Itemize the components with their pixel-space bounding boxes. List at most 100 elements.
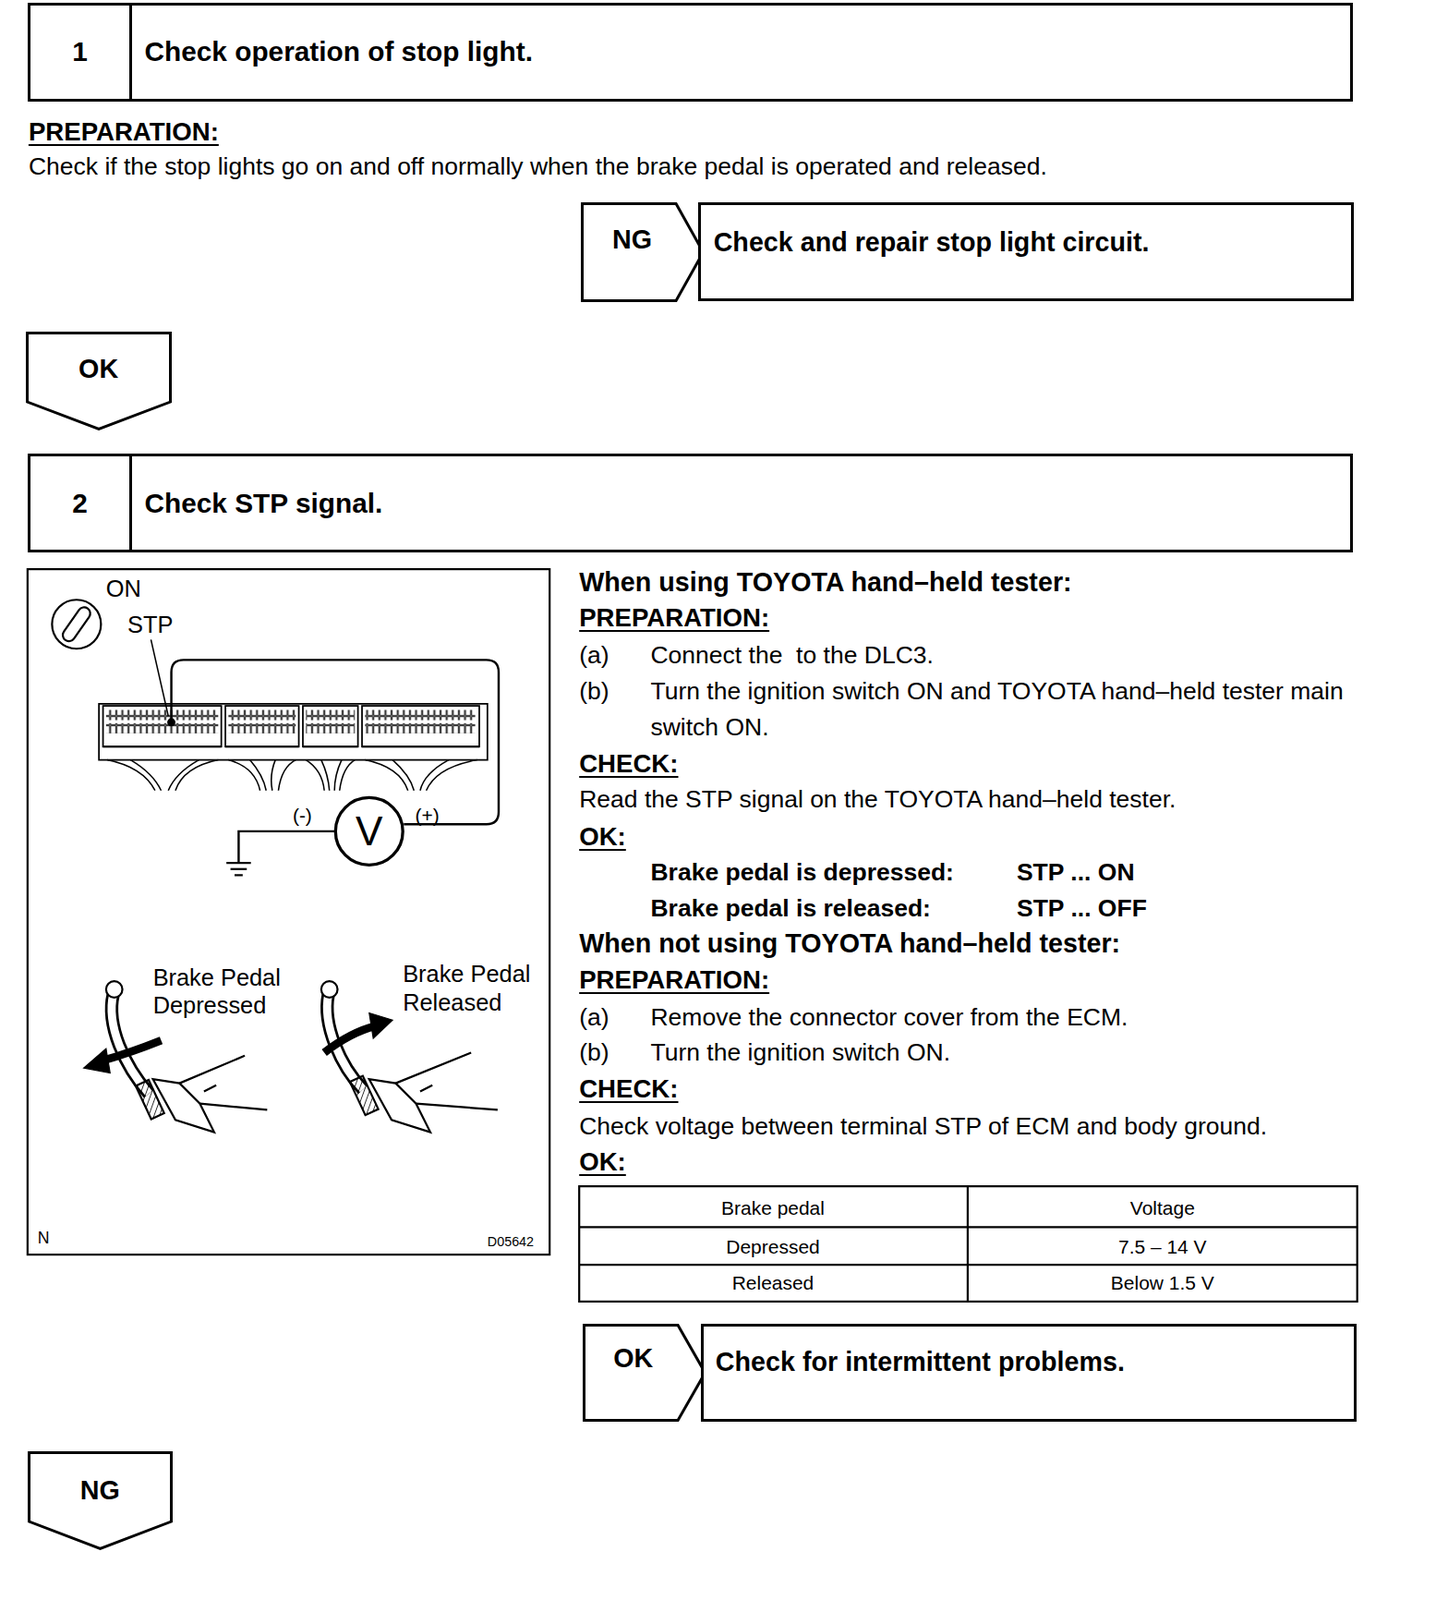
list-marker: (b) [579, 675, 609, 707]
instruction-text: Read the STP signal on the TOYOTA hand–h… [579, 783, 1176, 815]
node-title: Check and repair stop light circuit. [713, 225, 1150, 260]
ignition-switch-symbol [51, 599, 101, 649]
meter-symbol: V [343, 810, 395, 852]
ignition-switch-symbol-part [60, 604, 93, 644]
instruction-text: Check voltage between terminal STP of EC… [579, 1110, 1267, 1142]
spec-table [579, 1185, 1357, 1302]
test-lead-part [238, 831, 336, 862]
wire-harness-part [364, 760, 477, 791]
spec-table-part [579, 1225, 1357, 1228]
spec-text: STP ... OFF [1016, 892, 1147, 924]
ecm-connector-part [106, 710, 218, 721]
pedal-label: Brake Pedal Released [402, 959, 546, 1016]
node-title: NG [591, 222, 673, 257]
stp-terminal-part [168, 718, 176, 726]
meter-polarity: (-) [292, 802, 313, 828]
section-heading: OK: [579, 1145, 627, 1179]
ecm-connector-part [103, 705, 222, 747]
table-cell: Brake pedal [584, 1194, 963, 1220]
node-title: Check STP signal. [144, 456, 383, 550]
step-box: 1Check operation of stop light. [27, 2, 1353, 102]
flow-arrow: OK [25, 331, 172, 431]
test-lead-part [171, 659, 499, 824]
node-title: Check operation of stop light. [144, 5, 532, 99]
spec-table-part [579, 1185, 1357, 1302]
ecm-connector [98, 703, 488, 761]
ecm-connector-part [103, 745, 480, 748]
ecm-connector-part [364, 710, 475, 721]
table-cell: Below 1.5 V [974, 1269, 1352, 1295]
figure-frame-part [27, 568, 550, 1255]
table-cell: 7.5 – 14 V [974, 1233, 1352, 1259]
ecm-connector-part [302, 705, 359, 747]
voltmeter-symbol [335, 796, 403, 865]
result-box: Check and repair stop light circuit. [698, 202, 1354, 302]
section-heading: CHECK: [579, 1072, 678, 1106]
node-title: Check for intermittent problems. [715, 1344, 1125, 1379]
node-title: OK [25, 351, 172, 387]
brake-pedal-released-part [324, 1025, 375, 1053]
spec-text: Brake pedal is released: [650, 892, 930, 924]
ignition-switch-symbol-part [51, 599, 101, 649]
flow-arrow: NG [27, 1450, 173, 1550]
table-cell: Voltage [974, 1194, 1352, 1220]
brake-pedal-released-part [369, 1012, 393, 1038]
spec-text: STP ... ON [1016, 856, 1135, 888]
wire-harness-part [305, 760, 355, 791]
pedal-label: Brake Pedal Depressed [153, 963, 307, 1020]
spec-table-part [579, 1263, 1357, 1266]
instruction-text: Check if the stop lights go on and off n… [28, 150, 1048, 182]
step-number: 1 [30, 5, 133, 99]
subheading: When using TOYOTA hand–held tester: [579, 565, 1072, 600]
brake-pedal-released-part [395, 1052, 497, 1111]
node-title: NG [27, 1472, 173, 1508]
instruction-text: Turn the ignition switch ON and TOYOTA h… [650, 673, 1364, 745]
ecm-connector-part [362, 705, 480, 747]
section-heading: OK: [579, 820, 627, 854]
wire-harness [107, 760, 478, 791]
ecm-connector-part [305, 710, 355, 721]
switch-label: ON [106, 573, 142, 604]
instruction-text: Turn the ignition switch ON. [650, 1036, 951, 1068]
node-title: OK [592, 1340, 675, 1376]
ecm-connector-part [106, 723, 218, 734]
figure-code: D05642 [487, 1232, 534, 1251]
brake-pedal-depressed-part [84, 1048, 111, 1074]
meter-polarity: (+) [414, 802, 439, 828]
brake-pedal-depressed-part [179, 1055, 267, 1111]
section-heading: CHECK: [579, 747, 678, 781]
ecm-connector-part [225, 705, 300, 747]
section-heading: PREPARATION: [579, 963, 770, 997]
spec-text: Brake pedal is depressed: [650, 856, 954, 888]
ecm-connector-part [364, 723, 475, 734]
wire-harness-part [228, 760, 296, 791]
list-marker: (a) [579, 639, 609, 671]
arrow-outline-shape [583, 1325, 705, 1421]
terminal-label: STP [127, 609, 173, 640]
subheading: When not using TOYOTA hand–held tester: [579, 926, 1121, 961]
list-marker: (a) [579, 1001, 609, 1033]
figure-frame [27, 568, 550, 1255]
section-heading: PREPARATION: [579, 601, 770, 635]
figure-code: N [37, 1227, 50, 1249]
voltmeter-symbol-part [335, 796, 403, 865]
brake-pedal-released-part [321, 980, 338, 998]
brake-pedal-depressed-part [101, 1039, 161, 1061]
ground-symbol [226, 862, 252, 875]
ecm-connector-part [98, 703, 488, 761]
brake-pedal-depressed-part [153, 1078, 215, 1132]
spec-table-part [966, 1185, 969, 1302]
result-box: Check for intermittent problems. [700, 1323, 1357, 1422]
ecm-connector-part [228, 710, 296, 721]
instruction-text: Remove the connector cover from the ECM. [650, 1001, 1128, 1033]
instruction-text: Connect the to the DLC3. [650, 639, 933, 671]
branch-arrow: NG [580, 202, 705, 302]
ecm-connector-part [228, 723, 296, 734]
ground-symbol-part [230, 868, 248, 870]
stp-terminal-part [150, 639, 169, 716]
arrow-outline [582, 1323, 707, 1422]
section-heading: PREPARATION: [28, 115, 219, 149]
table-cell: Depressed [584, 1233, 963, 1259]
ground-symbol-part [226, 861, 252, 864]
brake-pedal-depressed-part [106, 980, 123, 998]
